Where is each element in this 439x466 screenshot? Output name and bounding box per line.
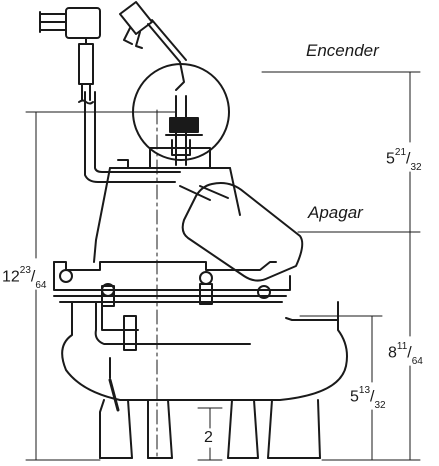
motor-housing	[93, 147, 241, 263]
total-height-whole: 12	[2, 268, 20, 286]
dim-total-height-value: 1223/64	[2, 265, 47, 291]
discharge-num: 13	[358, 385, 371, 396]
dim-discharge-value: 513/32	[350, 385, 386, 411]
plug-right	[119, 1, 187, 91]
dim-switch-range-value: 521/32	[386, 147, 422, 173]
total-height-num: 23	[19, 265, 31, 276]
base-gap-whole: 2	[204, 429, 213, 446]
switch-range-num: 21	[394, 147, 407, 158]
on-level-label: Encender	[306, 41, 379, 60]
flange	[53, 261, 291, 307]
off-level-den: 64	[411, 355, 423, 367]
dim-off-level-value: 811/64	[388, 341, 423, 367]
switch-range-den: 32	[410, 161, 422, 173]
switch-range-whole: 5	[386, 150, 395, 168]
plug-left	[39, 7, 101, 105]
switch-mount	[132, 63, 230, 166]
total-height-den: 64	[35, 279, 47, 291]
off-level-label: Apagar	[308, 203, 363, 222]
pump-volute	[61, 301, 348, 401]
off-level-whole: 8	[388, 344, 397, 362]
dim-base-gap-value: 2	[204, 430, 213, 446]
dim-off-level	[321, 231, 421, 461]
dim-switch-range	[261, 71, 421, 233]
float-switch	[179, 182, 304, 282]
discharge-whole: 5	[350, 388, 359, 406]
power-cord	[84, 91, 181, 183]
dim-discharge	[299, 315, 383, 461]
dim-total-height	[25, 111, 177, 461]
discharge-den: 32	[374, 399, 386, 411]
pump-legs	[99, 378, 321, 459]
dim-base-gap	[197, 407, 223, 461]
off-level-num: 11	[396, 341, 408, 352]
